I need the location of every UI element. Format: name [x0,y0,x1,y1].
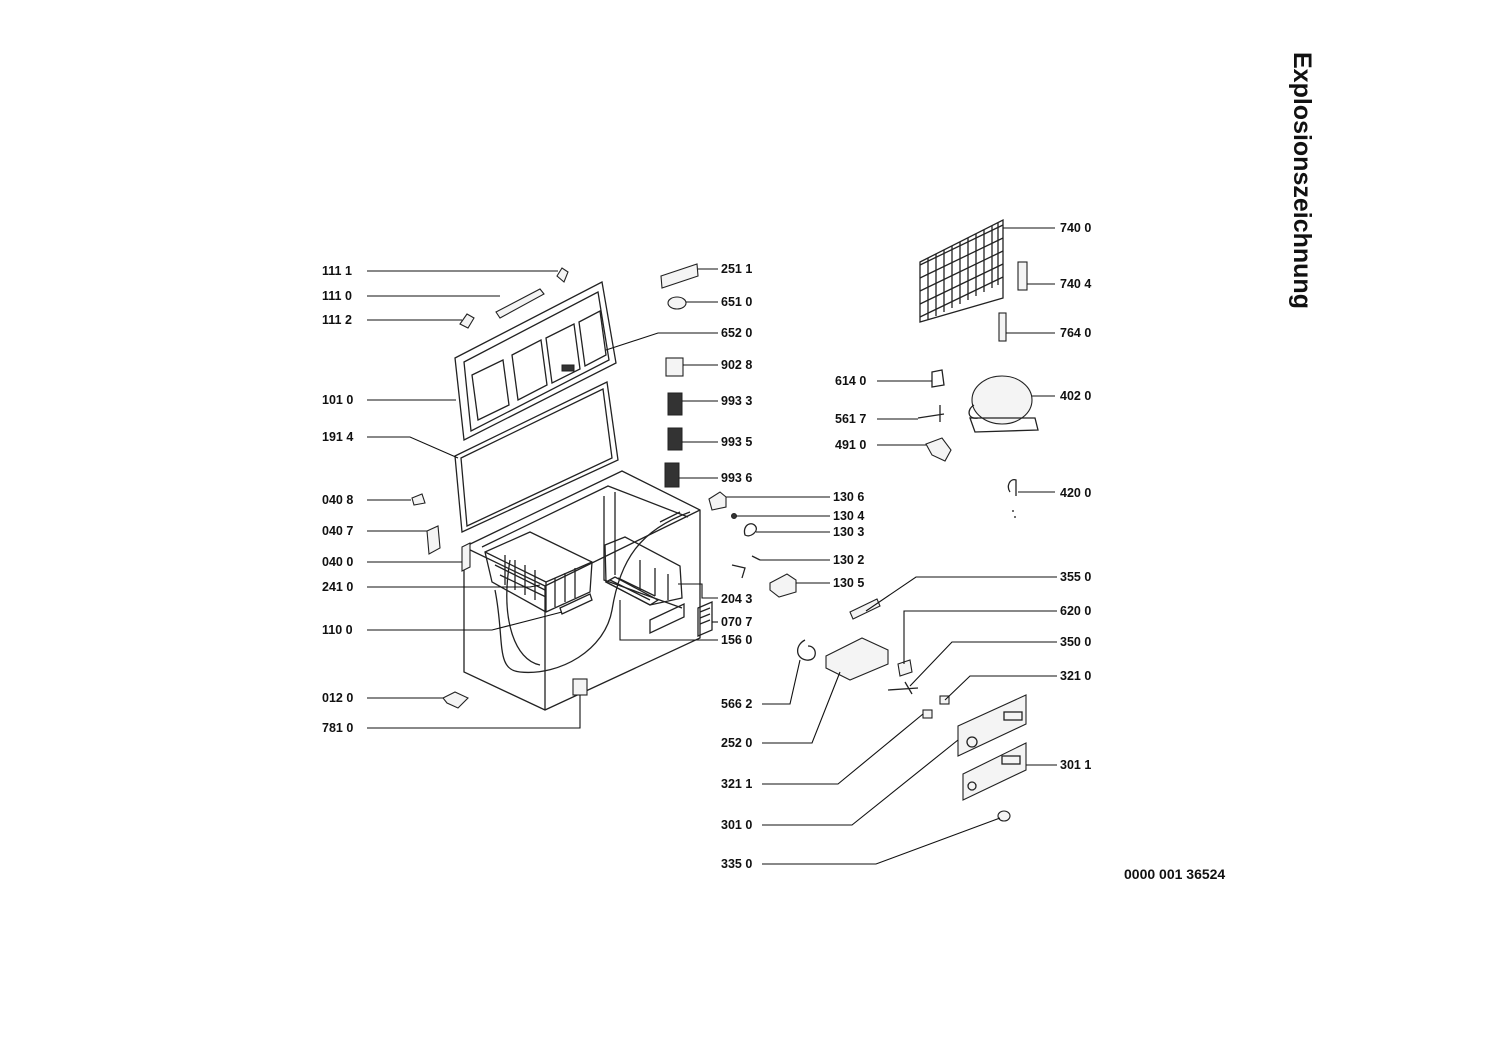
control-box-2520 [825,637,889,681]
grille-9936 [664,462,680,488]
label-993-3: 993 3 [721,394,752,408]
control-panel-3010 [957,694,1027,757]
filter-dryer-7640 [998,312,1007,342]
bracket-1306 [708,491,727,511]
plate-9028 [665,357,684,377]
thermostat-6200 [897,659,913,677]
label-130-6: 130 6 [833,490,864,504]
lid-seal-frame [454,381,619,533]
holder-7404 [1017,261,1028,291]
screw-1304 [731,513,737,519]
foot-0120 [442,691,469,709]
label-204-3: 204 3 [721,592,752,606]
label-321-0: 321 0 [1060,669,1091,683]
label-740-4: 740 4 [1060,277,1091,291]
clip-1303 [743,523,757,537]
lamp-6510 [667,296,687,310]
label-101-0: 101 0 [322,393,353,407]
label-402-0: 402 0 [1060,389,1091,403]
vent-grille [697,601,713,637]
label-040-7: 040 7 [322,524,353,538]
leader-lines [367,227,1057,865]
label-781-0: 781 0 [322,721,353,735]
label-130-4: 130 4 [833,509,864,523]
label-040-0: 040 0 [322,555,353,569]
sensor-3500 [887,681,919,695]
knob-3350 [997,810,1011,822]
housing-1305 [769,573,797,598]
label-040-8: 040 8 [322,493,353,507]
hinge-bracket-0408 [411,493,426,506]
label-993-5: 993 5 [721,435,752,449]
label-321-1: 321 1 [721,777,752,791]
cable-5662 [796,639,816,661]
freezer-lid [454,281,617,442]
label-130-5: 130 5 [833,576,864,590]
lid-handle [495,288,545,319]
label-241-0: 241 0 [322,580,353,594]
label-740-0: 740 0 [1060,221,1091,235]
control-panel-3011 [962,742,1027,801]
label-070-7: 070 7 [721,615,752,629]
hinge-part-1112 [459,313,475,329]
hinge-part-1111 [556,267,569,283]
label-614-0: 614 0 [835,374,866,388]
hinge-cover-0407 [426,525,441,555]
label-350-0: 350 0 [1060,635,1091,649]
relay-6140 [931,369,945,388]
freezer-cabinet [463,470,701,711]
label-335-0: 335 0 [721,857,752,871]
label-130-2: 130 2 [833,553,864,567]
label-651-0: 651 0 [721,295,752,309]
label-110-0: 110 0 [322,623,353,637]
label-902-8: 902 8 [721,358,752,372]
label-561-7: 561 7 [835,412,866,426]
label-111-2: 111 2 [322,313,352,327]
inner-tray [604,536,683,606]
freezer-basket [484,531,593,613]
grille-9933 [667,392,683,416]
terminal-strip-3550 [849,598,881,620]
label-652-0: 652 0 [721,326,752,340]
label-491-0: 491 0 [835,438,866,452]
condenser-grid [919,218,1004,323]
label-764-0: 764 0 [1060,326,1091,340]
grille-9935 [667,427,683,451]
lamp-holder-3211 [922,709,933,719]
label-plate-7810 [572,678,588,696]
clip-1302 [731,555,761,579]
cover-4910 [925,437,952,462]
label-252-0: 252 0 [721,736,752,750]
label-420-0: 420 0 [1060,486,1091,500]
diagram-title: Explosionszeichnung [1288,52,1316,309]
label-566-2: 566 2 [721,697,752,711]
label-301-0: 301 0 [721,818,752,832]
label-251-1: 251 1 [721,262,752,276]
compressor [968,375,1039,433]
label-993-6: 993 6 [721,471,752,485]
document-number: 0000 001 36524 [1124,866,1225,882]
label-156-0: 156 0 [721,633,752,647]
lamp-cover-2511 [660,263,699,289]
label-191-4: 191 4 [322,430,353,444]
capacitor-4200 [1007,479,1017,518]
label-301-1: 301 1 [1060,758,1091,772]
hinge-0400 [461,542,471,572]
drain-cover [649,602,685,635]
label-012-0: 012 0 [322,691,353,705]
label-620-0: 620 0 [1060,604,1091,618]
label-111-0: 111 0 [322,289,352,303]
pipe-5617 [917,405,945,422]
label-111-1: 111 1 [322,264,352,278]
label-130-3: 130 3 [833,525,864,539]
label-355-0: 355 0 [1060,570,1091,584]
lamp-holder-3210 [939,695,950,705]
